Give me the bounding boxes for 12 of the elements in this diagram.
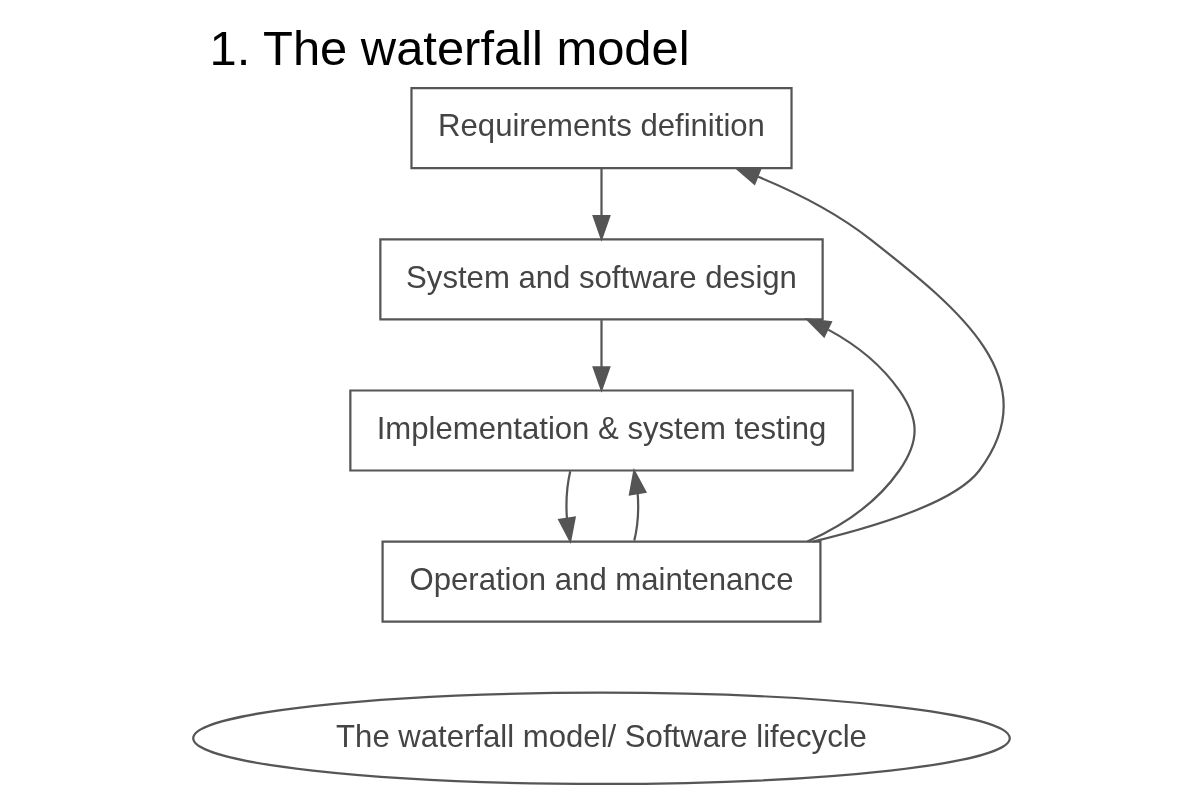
arrow [628, 467, 647, 541]
arrow [733, 167, 1005, 543]
arrow [803, 318, 916, 543]
node-box: Operation and maintenance [380, 540, 822, 623]
arrow [591, 320, 611, 393]
node-ellipse: The waterfall model/ Software lifecycle [191, 691, 1011, 785]
diagram-title: 1. The waterfall model [209, 21, 690, 76]
arrow [557, 471, 576, 544]
node-box: Requirements definition [409, 87, 793, 170]
arrow [591, 169, 611, 242]
node-box: Implementation & system testing [348, 389, 854, 472]
node-box: System and software design [378, 238, 824, 321]
